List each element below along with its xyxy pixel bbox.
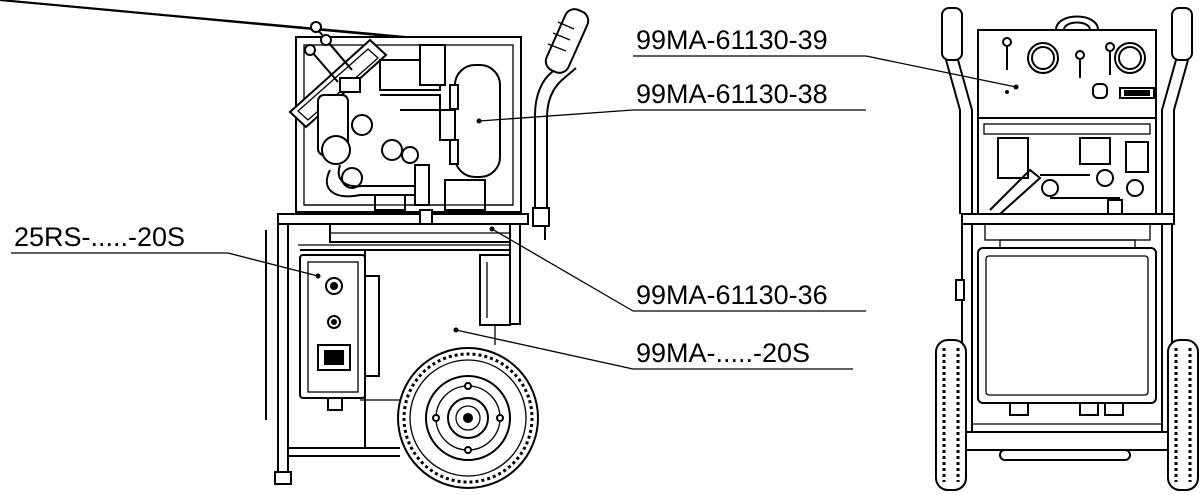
side-view-control-panel bbox=[288, 21, 388, 129]
front-view-control-panel bbox=[977, 29, 1157, 119]
side-view-electrical-box bbox=[299, 249, 510, 448]
callout-99ma-61130-39: 99MA-61130-39 bbox=[633, 25, 1019, 90]
front-view-handles bbox=[941, 7, 1193, 214]
callout-label: 99MA-61130-39 bbox=[636, 25, 828, 55]
side-view-deck bbox=[277, 209, 529, 243]
callout-label: 25RS-.....-20S bbox=[14, 222, 185, 252]
side-view-upper-frame bbox=[0, 0, 522, 213]
front-view-frame bbox=[961, 213, 1175, 461]
callout-label: 99MA-.....-20S bbox=[636, 338, 810, 368]
callout-99ma-20s: 99MA-.....-20S bbox=[453, 327, 853, 370]
callout-label: 99MA-61130-38 bbox=[636, 79, 828, 109]
callout-99ma-61130-38: 99MA-61130-38 bbox=[478, 79, 866, 122]
front-view-left-wheel bbox=[935, 339, 967, 491]
front-view bbox=[935, 7, 1199, 491]
side-view-handle bbox=[532, 8, 590, 240]
callout-label: 99MA-61130-36 bbox=[636, 280, 828, 310]
side-view-bracket bbox=[479, 254, 511, 345]
side-view bbox=[0, 0, 590, 489]
side-view-pump-assembly bbox=[304, 44, 513, 211]
callout-25rs-20s: 25RS-.....-20S bbox=[11, 222, 321, 279]
side-view-tank bbox=[449, 64, 501, 178]
front-view-electrical-box bbox=[955, 247, 1157, 416]
front-view-plumbing bbox=[977, 117, 1157, 215]
side-view-wheel bbox=[397, 347, 539, 489]
callout-99ma-61130-36: 99MA-61130-36 bbox=[489, 226, 866, 312]
front-view-right-wheel bbox=[1167, 339, 1199, 491]
